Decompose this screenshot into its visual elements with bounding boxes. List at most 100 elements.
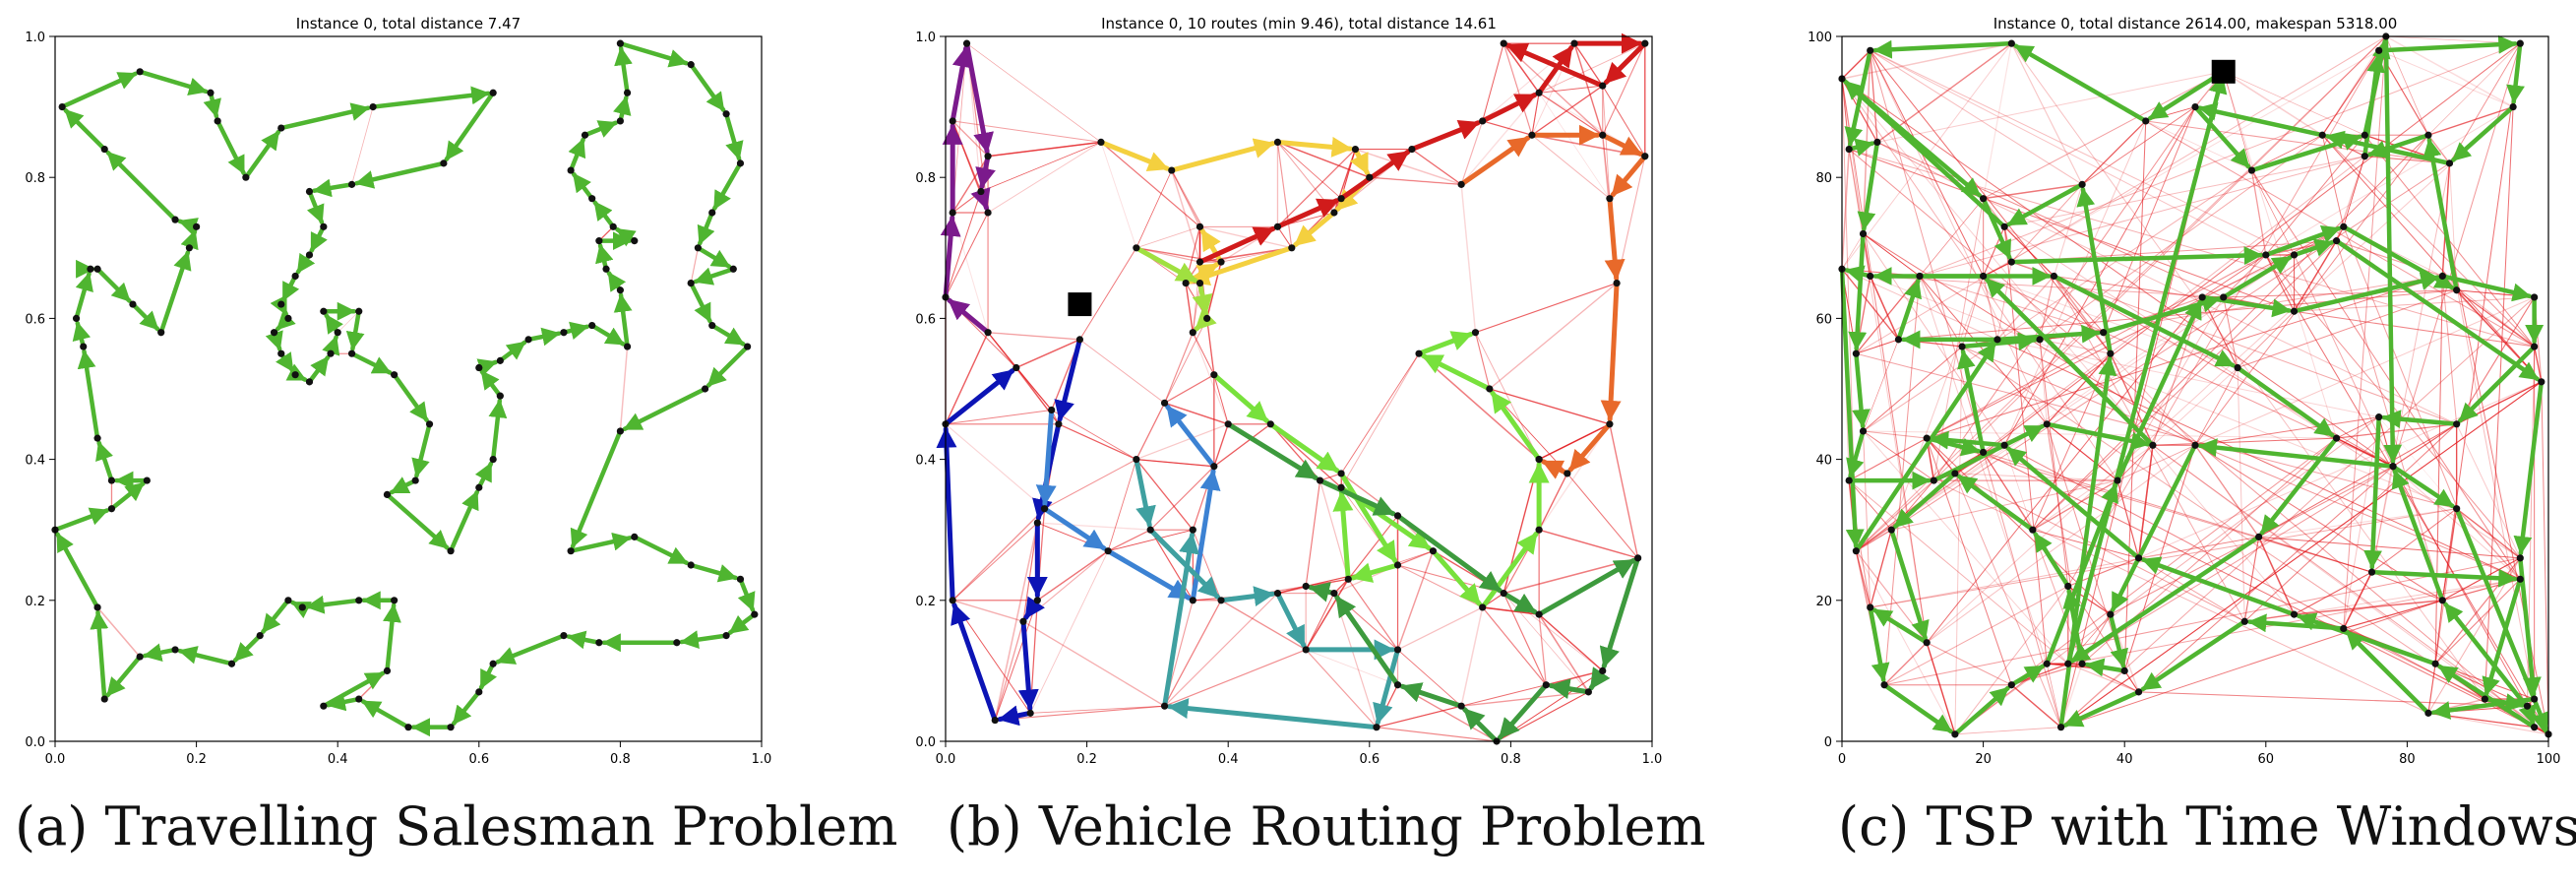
route-edge <box>1548 678 1591 699</box>
nodes <box>1838 32 2552 738</box>
tour-edge <box>693 267 736 285</box>
tour-edge <box>1872 39 2014 59</box>
node <box>1457 180 1465 188</box>
candidate-edge <box>1475 332 1491 390</box>
node <box>962 39 971 47</box>
node <box>207 89 215 96</box>
route-edge <box>1600 132 1643 157</box>
node <box>489 89 497 96</box>
node <box>489 456 497 464</box>
node <box>1133 244 1140 252</box>
node <box>1273 222 1282 230</box>
candidate-edge <box>966 42 1102 143</box>
node <box>2453 420 2461 428</box>
node <box>1393 646 1402 654</box>
tour-edge <box>74 271 93 321</box>
candidate-edge <box>1277 142 1342 199</box>
tour-edge <box>2199 294 2292 318</box>
node <box>355 597 363 604</box>
node <box>631 533 639 540</box>
route-edge <box>1211 372 1270 424</box>
candidate-edge <box>2138 381 2543 559</box>
candidate-edge <box>1192 332 1229 425</box>
route-edge <box>1147 527 1220 600</box>
route-edge <box>1274 591 1307 648</box>
candidate-edge <box>1107 459 1137 551</box>
route-edge <box>1105 548 1192 601</box>
candidate-edge <box>2137 445 2154 558</box>
candidate-edge <box>1538 529 1638 559</box>
candidate-edge <box>2116 445 2154 481</box>
node <box>1048 406 1056 414</box>
candidate-edge <box>1870 276 1900 341</box>
candidate-edge <box>1927 437 2372 573</box>
node <box>588 195 596 203</box>
candidate-edge <box>1898 289 2457 341</box>
tour-edge <box>63 107 107 152</box>
candidate-edge <box>2336 416 2379 439</box>
node <box>58 103 66 111</box>
candidate-edge <box>1863 233 2443 602</box>
node <box>1613 280 1621 287</box>
tour-edge <box>1896 278 1922 343</box>
node <box>1564 470 1571 477</box>
tour-edge <box>105 150 178 222</box>
candidate-edge <box>1305 593 1335 651</box>
candidate-edge <box>1030 705 1165 714</box>
candidate-edge <box>1397 649 1462 707</box>
route-edge <box>1409 120 1481 153</box>
candidate-edge <box>1848 149 2535 729</box>
node <box>1923 434 1931 442</box>
chart-title: Instance 0, 10 routes (min 9.46), total … <box>1101 15 1497 32</box>
candidate-edge <box>1856 352 2457 510</box>
candidate-edge <box>1319 479 1349 580</box>
node <box>722 632 730 640</box>
candidate-edge <box>1538 613 1590 693</box>
chart-title: Instance 0, total distance 2614.00, make… <box>1993 15 2398 32</box>
candidate-edge <box>1015 367 1053 411</box>
tour-edge <box>2065 74 2228 666</box>
candidate-edge <box>1983 261 2012 277</box>
tour-edge <box>2440 274 2533 302</box>
node <box>1168 166 1176 174</box>
candidate-edge <box>2265 134 2365 256</box>
candidate-edge <box>2392 423 2458 468</box>
node <box>1845 145 1853 154</box>
candidate-edge <box>2067 578 2521 665</box>
node <box>2431 660 2439 667</box>
candidate-edge <box>1983 183 2083 200</box>
node <box>1302 646 1310 654</box>
candidate-edge <box>1369 176 1462 186</box>
candidate-edge <box>1919 156 2365 277</box>
candidate-edge <box>1870 536 2259 608</box>
tour-edge <box>2296 612 2438 666</box>
candidate-edge <box>1926 437 2112 615</box>
x-tick-label: 0.4 <box>328 752 348 767</box>
candidate-edge <box>2123 670 2139 693</box>
node <box>2509 103 2517 111</box>
node <box>2318 131 2326 139</box>
node <box>991 716 999 725</box>
node <box>256 632 264 640</box>
node <box>475 483 483 491</box>
candidate-edge <box>2010 684 2062 729</box>
tour-edge <box>385 492 450 550</box>
node <box>1337 195 1345 203</box>
node <box>2453 286 2461 294</box>
node <box>2424 709 2432 717</box>
candidate-edge <box>1461 684 1547 707</box>
node <box>2516 575 2524 583</box>
node <box>320 307 328 315</box>
candidate-edge <box>1609 423 1639 558</box>
tour-edge <box>307 354 331 385</box>
tour-edge <box>448 489 480 553</box>
node <box>489 660 497 667</box>
route-edge <box>1501 591 1538 615</box>
tour-edge <box>561 321 590 341</box>
candidate-edge <box>1538 614 1547 685</box>
tour-edge <box>345 308 365 351</box>
candidate-edge <box>2081 106 2196 185</box>
tour-edge <box>77 349 100 441</box>
node <box>1012 363 1020 372</box>
